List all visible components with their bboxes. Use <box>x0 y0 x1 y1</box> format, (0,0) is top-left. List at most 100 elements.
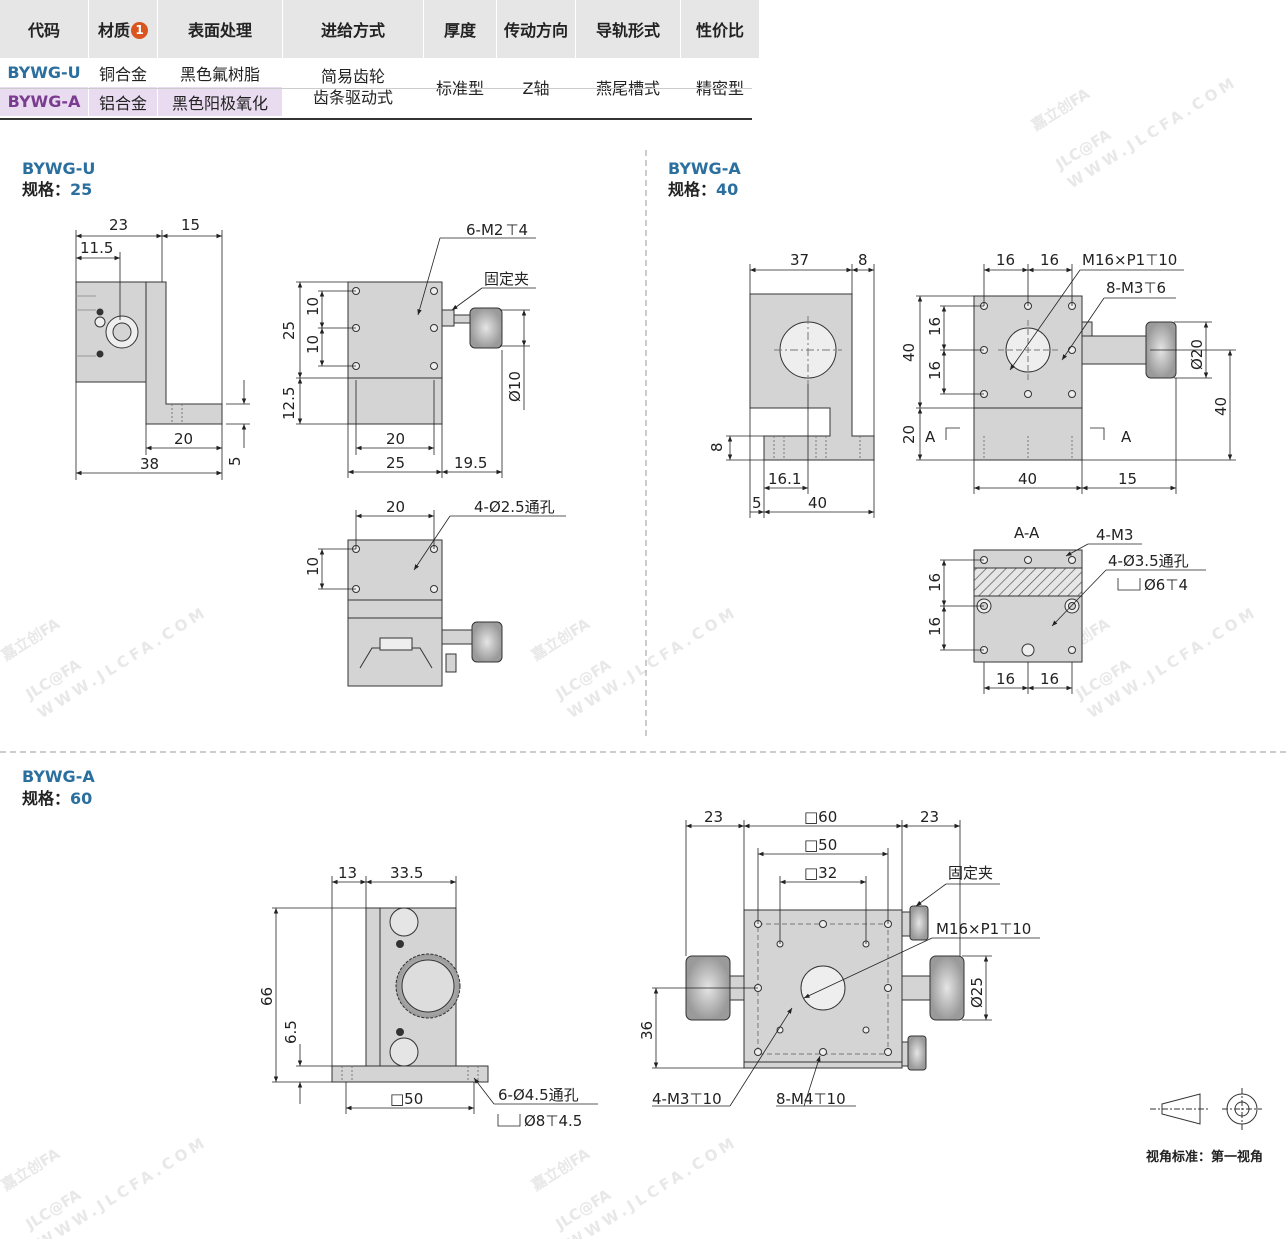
table-row-divider <box>0 88 752 89</box>
svg-text:WWW.JLCFA.COM: WWW.JLCFA.COM <box>564 1132 741 1239</box>
dim-u25-10a: 10 <box>304 297 322 316</box>
dim-a40-40c: 40 <box>1018 470 1037 488</box>
dim-u25-25b: 25 <box>386 454 405 472</box>
dim-u25-12-5: 12.5 <box>280 387 298 420</box>
watermark-5: JLC@FA 嘉立创FA WWW.JLCFA.COM <box>0 1132 211 1239</box>
section-spec-u25: 规格：25 <box>22 180 93 199</box>
drawing-a40-section-aa <box>973 549 1083 663</box>
dim-u25-38: 38 <box>140 455 159 473</box>
label-a40-thread: M16×P1⊤10 <box>1082 251 1177 269</box>
cell-feed: 简易齿轮齿条驱动式 <box>282 58 424 116</box>
svg-text:WWW.JLCFA.COM: WWW.JLCFA.COM <box>1064 72 1241 192</box>
svg-text:嘉立创FA: 嘉立创FA <box>1027 84 1093 135</box>
dim-a60-6-5: 6.5 <box>282 1020 300 1044</box>
label-a40-thru: 4-Ø3.5通孔 <box>1108 552 1189 570</box>
section-spec-a60: 规格：60 <box>22 789 93 808</box>
cell-code-u: BYWG-U <box>0 58 89 87</box>
cell-thickness: 标准型 <box>423 58 497 116</box>
dims-a60-top <box>652 820 1040 1107</box>
cell-material-u: 铜合金 <box>88 58 158 87</box>
cell-code-a: BYWG-A <box>0 87 89 116</box>
dim-a40-20: 20 <box>900 425 918 444</box>
dim-a60-sq50b: □50 <box>804 836 837 854</box>
th-thickness: 厚度 <box>423 0 497 58</box>
label-a60-m3: 4-M3⊤10 <box>652 1090 722 1108</box>
cell-surface-a: 黑色阳极氧化 <box>157 87 283 116</box>
label-u25-holes: 6-M2⊤4 <box>466 221 528 239</box>
dims-u25-side <box>75 230 250 480</box>
dim-a60-sq32: □32 <box>804 864 837 882</box>
svg-text:嘉立创FA: 嘉立创FA <box>0 614 63 665</box>
dims-a40-front <box>916 264 1236 494</box>
dim-a40-16e: 16 <box>926 573 944 592</box>
dim-u25-11-5: 11.5 <box>80 239 113 257</box>
label-a60-clip: 固定夹 <box>948 864 993 882</box>
dims-a40-section-aa <box>940 543 1206 694</box>
th-feed: 进给方式 <box>282 0 424 58</box>
drawing-a40-side <box>749 293 875 461</box>
dim-a60-sq60: □60 <box>804 808 837 826</box>
cell-direction: Z轴 <box>496 58 576 116</box>
dim-a60-13: 13 <box>338 864 357 882</box>
dim-a60-23a: 23 <box>704 808 723 826</box>
label-u25-thru: 4-Ø2.5通孔 <box>474 498 555 516</box>
dim-a40-16g: 16 <box>996 670 1015 688</box>
drawing-a60-side <box>331 907 489 1083</box>
drawing-u25-top <box>347 539 503 687</box>
dim-a60-36: 36 <box>638 1021 656 1040</box>
label-a40-holes: 8-M3⊤6 <box>1106 279 1166 297</box>
dim-a40-37: 37 <box>790 251 809 269</box>
svg-text:嘉立创FA: 嘉立创FA <box>527 1144 593 1195</box>
label-a60-counterbore: Ø8⊤4.5 <box>524 1112 582 1130</box>
label-u25-clip: 固定夹 <box>484 270 529 288</box>
label-a60-thru: 6-Ø4.5通孔 <box>498 1086 579 1104</box>
drawing-u25-side <box>75 281 223 425</box>
svg-text:WWW.JLCFA.COM: WWW.JLCFA.COM <box>1084 602 1261 722</box>
view-standard-label: 视角标准：第一视角 <box>1146 1150 1264 1165</box>
dim-a40-8: 8 <box>858 251 868 269</box>
spec-row-a: BYWG-A 铝合金 黑色阳极氧化 <box>0 87 760 116</box>
dim-a40-16f: 16 <box>926 617 944 636</box>
dim-a60-dia25: Ø25 <box>968 977 986 1008</box>
dim-a60-23b: 23 <box>920 808 939 826</box>
dims-a40-side <box>726 264 875 518</box>
cell-guide: 燕尾槽式 <box>575 58 681 116</box>
svg-text:嘉立创FA: 嘉立创FA <box>527 614 593 665</box>
dim-u25-25: 25 <box>280 321 298 340</box>
cell-material-a: 铝合金 <box>88 87 158 116</box>
watermark-2: JLC@FA 嘉立创FA WWW.JLCFA.COM <box>0 602 211 722</box>
section-spec-a40: 规格：40 <box>668 180 739 199</box>
dim-a40-dia20: Ø20 <box>1188 339 1206 370</box>
dim-a60-33-5: 33.5 <box>390 864 423 882</box>
cell-value: 精密型 <box>680 58 760 116</box>
spec-row-u: BYWG-U 铜合金 黑色氟树脂 简易齿轮齿条驱动式 标准型 Z轴 燕尾槽式 精… <box>0 58 760 116</box>
label-a40-m3: 4-M3 <box>1096 526 1133 544</box>
drawing-u25-front <box>347 281 503 425</box>
dim-a40-40a: 40 <box>808 494 827 512</box>
svg-text:WWW.JLCFA.COM: WWW.JLCFA.COM <box>34 602 211 722</box>
label-a40-section-a: A <box>925 428 936 446</box>
dim-u25-5: 5 <box>226 456 244 466</box>
watermark-1: JLC@FA 嘉立创FA WWW.JLCFA.COM <box>1027 72 1241 192</box>
dim-a40-16a: 16 <box>996 251 1015 269</box>
dim-u25-10b: 10 <box>304 335 322 354</box>
th-guide: 导轨形式 <box>575 0 681 58</box>
dim-a40-16-1: 16.1 <box>768 470 801 488</box>
dim-a40-16c: 16 <box>926 317 944 336</box>
label-a40-counterbore: Ø6⊤4 <box>1144 576 1188 594</box>
dims-a60-side <box>272 876 598 1127</box>
svg-text:WWW.JLCFA.COM: WWW.JLCFA.COM <box>564 602 741 722</box>
dim-a40-16d: 16 <box>926 361 944 380</box>
svg-text:WWW.JLCFA.COM: WWW.JLCFA.COM <box>34 1132 211 1239</box>
th-surface: 表面处理 <box>157 0 283 58</box>
th-code: 代码 <box>0 0 89 58</box>
dim-a40-40b: 40 <box>900 343 918 362</box>
dim-u25-15: 15 <box>181 216 200 234</box>
dim-a40-16h: 16 <box>1040 670 1059 688</box>
dim-u25-20c: 20 <box>386 498 405 516</box>
section-title-u25: BYWG-U <box>22 159 96 178</box>
